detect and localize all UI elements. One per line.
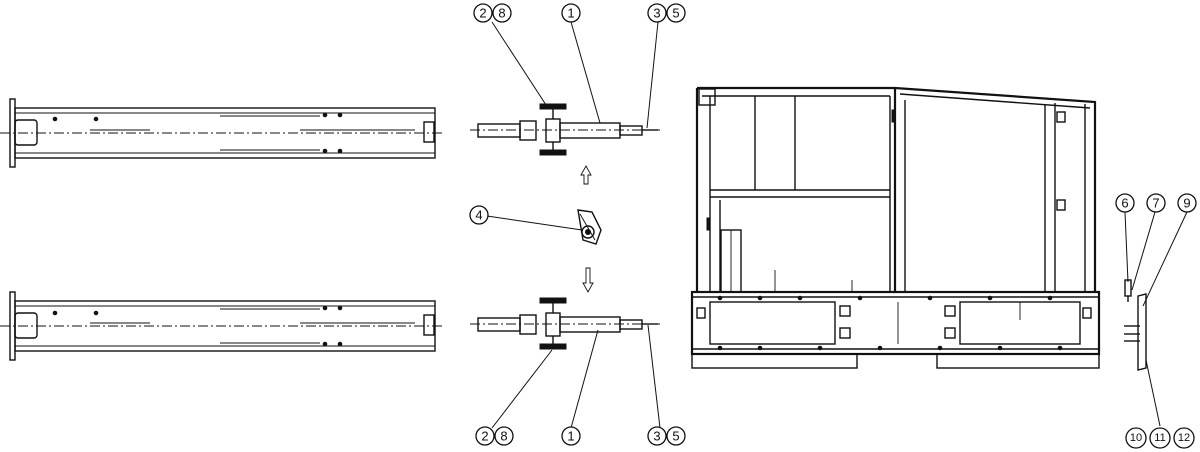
callout-top-3-5: 3 5 xyxy=(647,3,686,23)
beam-bottom xyxy=(0,291,445,361)
actuator-bottom xyxy=(470,297,660,350)
callout-label: 1 xyxy=(567,6,574,21)
callout-7: 7 xyxy=(1146,193,1166,213)
callout-bottom-3-5: 3 5 xyxy=(647,426,686,446)
callout-label: 2 xyxy=(479,6,486,21)
callout-label: 7 xyxy=(1152,196,1159,211)
callout-label: 5 xyxy=(672,6,679,21)
callout-4: 4 xyxy=(469,205,489,225)
callout-label: 6 xyxy=(1121,196,1128,211)
frame-assembly xyxy=(690,86,1101,369)
callout-9: 9 xyxy=(1177,193,1197,213)
callout-label: 5 xyxy=(672,429,679,444)
callout-label: 1 xyxy=(567,429,574,444)
callout-label: 3 xyxy=(653,6,660,21)
callout-label: 8 xyxy=(498,6,505,21)
arrow-up xyxy=(580,165,592,185)
callout-top-1: 1 xyxy=(561,3,581,23)
callout-label: 2 xyxy=(481,429,488,444)
arrow-down xyxy=(582,267,594,293)
side-plate-parts xyxy=(1124,279,1147,371)
beam-top xyxy=(0,98,445,168)
callout-10-11-12: 10 11 12 xyxy=(1125,427,1195,449)
callout-bottom-1: 1 xyxy=(561,426,581,446)
callout-label: 9 xyxy=(1183,196,1190,211)
callout-label: 3 xyxy=(653,429,660,444)
leader-lines xyxy=(486,21,1188,429)
callout-6: 6 xyxy=(1115,193,1135,213)
callout-label: 4 xyxy=(475,208,482,223)
callout-label: 8 xyxy=(500,429,507,444)
actuator-top xyxy=(470,103,660,156)
callout-label: 12 xyxy=(1178,432,1190,444)
callout-top-2-8: 2 8 xyxy=(473,3,512,23)
pivot-bracket xyxy=(577,209,602,245)
callout-label: 11 xyxy=(1154,432,1165,444)
callout-label: 10 xyxy=(1130,432,1142,444)
callout-bottom-2-8: 2 8 xyxy=(475,426,514,446)
